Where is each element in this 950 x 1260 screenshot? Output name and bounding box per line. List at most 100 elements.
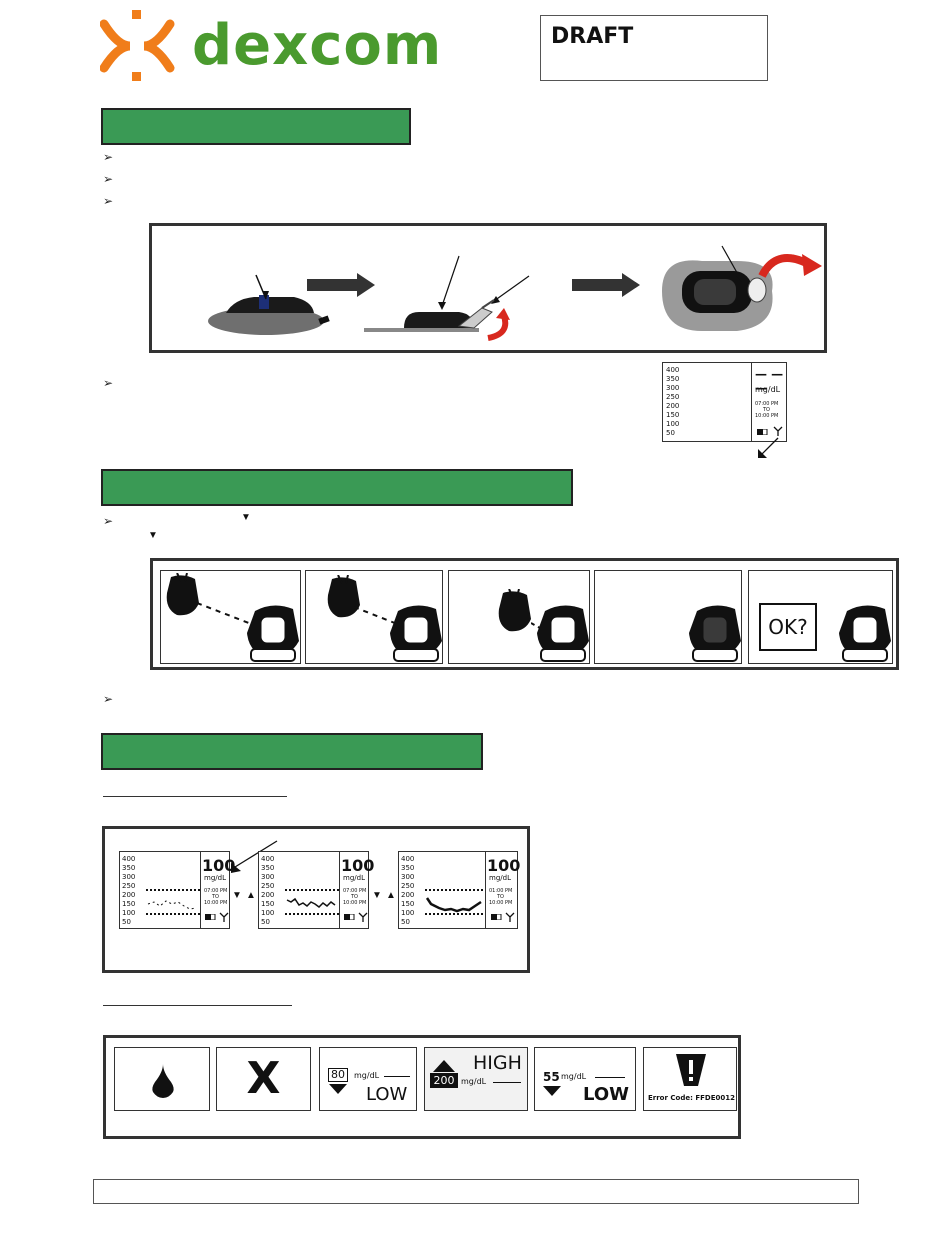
sensor-top-illustration [662,245,822,331]
unit-label: mg/dL [561,1072,587,1081]
bullet-4: ➢ [103,376,114,390]
bullet-1: ➢ [103,150,114,164]
unit-label: mg/dL [204,874,226,882]
y-tick: 50 [261,918,270,926]
y-tick: 200 [666,402,680,410]
antenna-icon [505,912,515,922]
sensor-insertion-figure [149,223,827,353]
y-tick: 350 [401,864,415,872]
subheading-rule-2 [103,1005,292,1006]
y-tick: 150 [122,900,136,908]
glucose-value: 100 [487,856,521,875]
no-reading-dashes: — — — [755,367,784,395]
y-tick: 100 [666,420,680,428]
pairing-panel-4 [594,570,742,664]
time-to: 10:00 PM [343,900,367,906]
y-tick: 200 [122,891,136,899]
y-tick: 50 [666,429,675,437]
glucose-y-axis: 400 350 300 250 200 150 100 50 [666,366,698,438]
battery-icon [205,914,216,920]
pairing-figure: OK? [150,558,899,670]
receiver-icon [839,605,891,662]
up-arrow-icon: ▲ [386,890,396,901]
footer-box [93,1179,859,1204]
bullet-6: ➢ [103,692,114,706]
trend-screen-3hr: 400 350 300 250 200 150 100 50 100 mg/dL… [119,851,235,929]
y-tick: 250 [666,393,680,401]
receiver-screen-warmup: 400 350 300 250 200 150 100 50 — — — mg/… [662,362,787,442]
down-arrow-glyph: ▼ [148,530,158,541]
y-tick: 250 [261,882,275,890]
urgent-low-panel: 55 mg/dL LOW [534,1047,636,1111]
draft-stamp: DRAFT [540,15,768,81]
unit-label: mg/dL [343,874,365,882]
threshold-label: LOW [366,1084,408,1105]
bullet-5: ➢ [103,514,114,528]
blood-drop-icon [152,1064,174,1098]
threshold-label: LOW [583,1084,629,1105]
unit-label: mg/dL [461,1077,487,1086]
unit-label: mg/dL [755,385,781,394]
y-tick: 350 [122,864,136,872]
receiver-icon [390,605,442,662]
y-tick: 400 [401,855,415,863]
warning-badge-icon [676,1054,706,1086]
y-tick: 50 [401,918,410,926]
time-from: 07:00 PM [343,888,367,894]
y-tick: 300 [666,384,680,392]
right-arrow-icon [357,273,375,297]
callout-arrow [231,840,278,873]
y-tick: 150 [261,900,275,908]
low-threshold-panel: 80 mg/dL LOW [319,1047,417,1111]
threshold-value: 200 [433,1074,455,1087]
blood-drop-panel [114,1047,210,1111]
trend-plot [285,889,339,915]
trend-graphs-figure: 400 350 300 250 200 150 100 50 100 mg/dL… [102,826,530,973]
antenna-icon [358,912,368,922]
glucose-value: 100 [341,856,375,875]
transmitter-icon [327,575,360,618]
time-to-word: TO [351,894,358,900]
down-arrow-icon: ▼ [232,890,242,901]
receiver-icon [247,605,299,662]
trend-plot [425,889,485,915]
sensor-side-illustration [364,255,530,341]
threshold-value: 55 [543,1070,560,1084]
threshold-value-box: 80 [328,1068,348,1082]
time-to: 10:00 PM [204,900,228,906]
down-triangle-icon [543,1086,561,1096]
antenna-callout-arrow [758,437,779,458]
glucose-y-axis: 400 350 300 250 200 150 100 50 [401,855,414,927]
subheading-rule-1 [103,796,287,797]
right-arrow-icon [622,273,640,297]
up-triangle-icon [433,1060,455,1072]
ok-prompt-label: OK? [768,615,808,639]
glucose-y-axis: 400 350 300 250 200 150 100 50 [261,855,274,927]
time-to-word: TO [212,894,219,900]
unit-label: mg/dL [489,874,511,882]
down-triangle-icon [329,1084,347,1094]
error-x-panel: X [216,1047,311,1111]
glucose-y-axis: 400 350 300 250 200 150 100 50 [122,855,135,927]
section-2-header [101,469,573,506]
y-tick: 350 [261,864,275,872]
time-to-word: TO [763,407,770,413]
sensor-applicator-illustration [208,274,330,335]
receiver-icon [537,605,589,662]
trend-screen-9hr: 400 350 300 250 200 150 100 50 100 mg/dL… [258,851,374,929]
y-tick: 400 [122,855,136,863]
y-tick: 400 [666,366,680,374]
ok-prompt-box: OK? [759,603,817,651]
screen-divider [485,852,486,928]
time-to-word: TO [497,894,504,900]
high-threshold-panel: 200 HIGH mg/dL [424,1047,528,1111]
y-tick: 200 [401,891,415,899]
battery-icon [491,914,502,920]
section-3-header [101,733,483,770]
bullet-2: ➢ [103,172,114,186]
threshold-label: HIGH [473,1052,522,1074]
up-arrow-icon: ▲ [246,890,256,901]
transmitter-icon [498,589,531,632]
screen-divider [339,852,340,928]
step-arrow-2 [572,279,624,291]
